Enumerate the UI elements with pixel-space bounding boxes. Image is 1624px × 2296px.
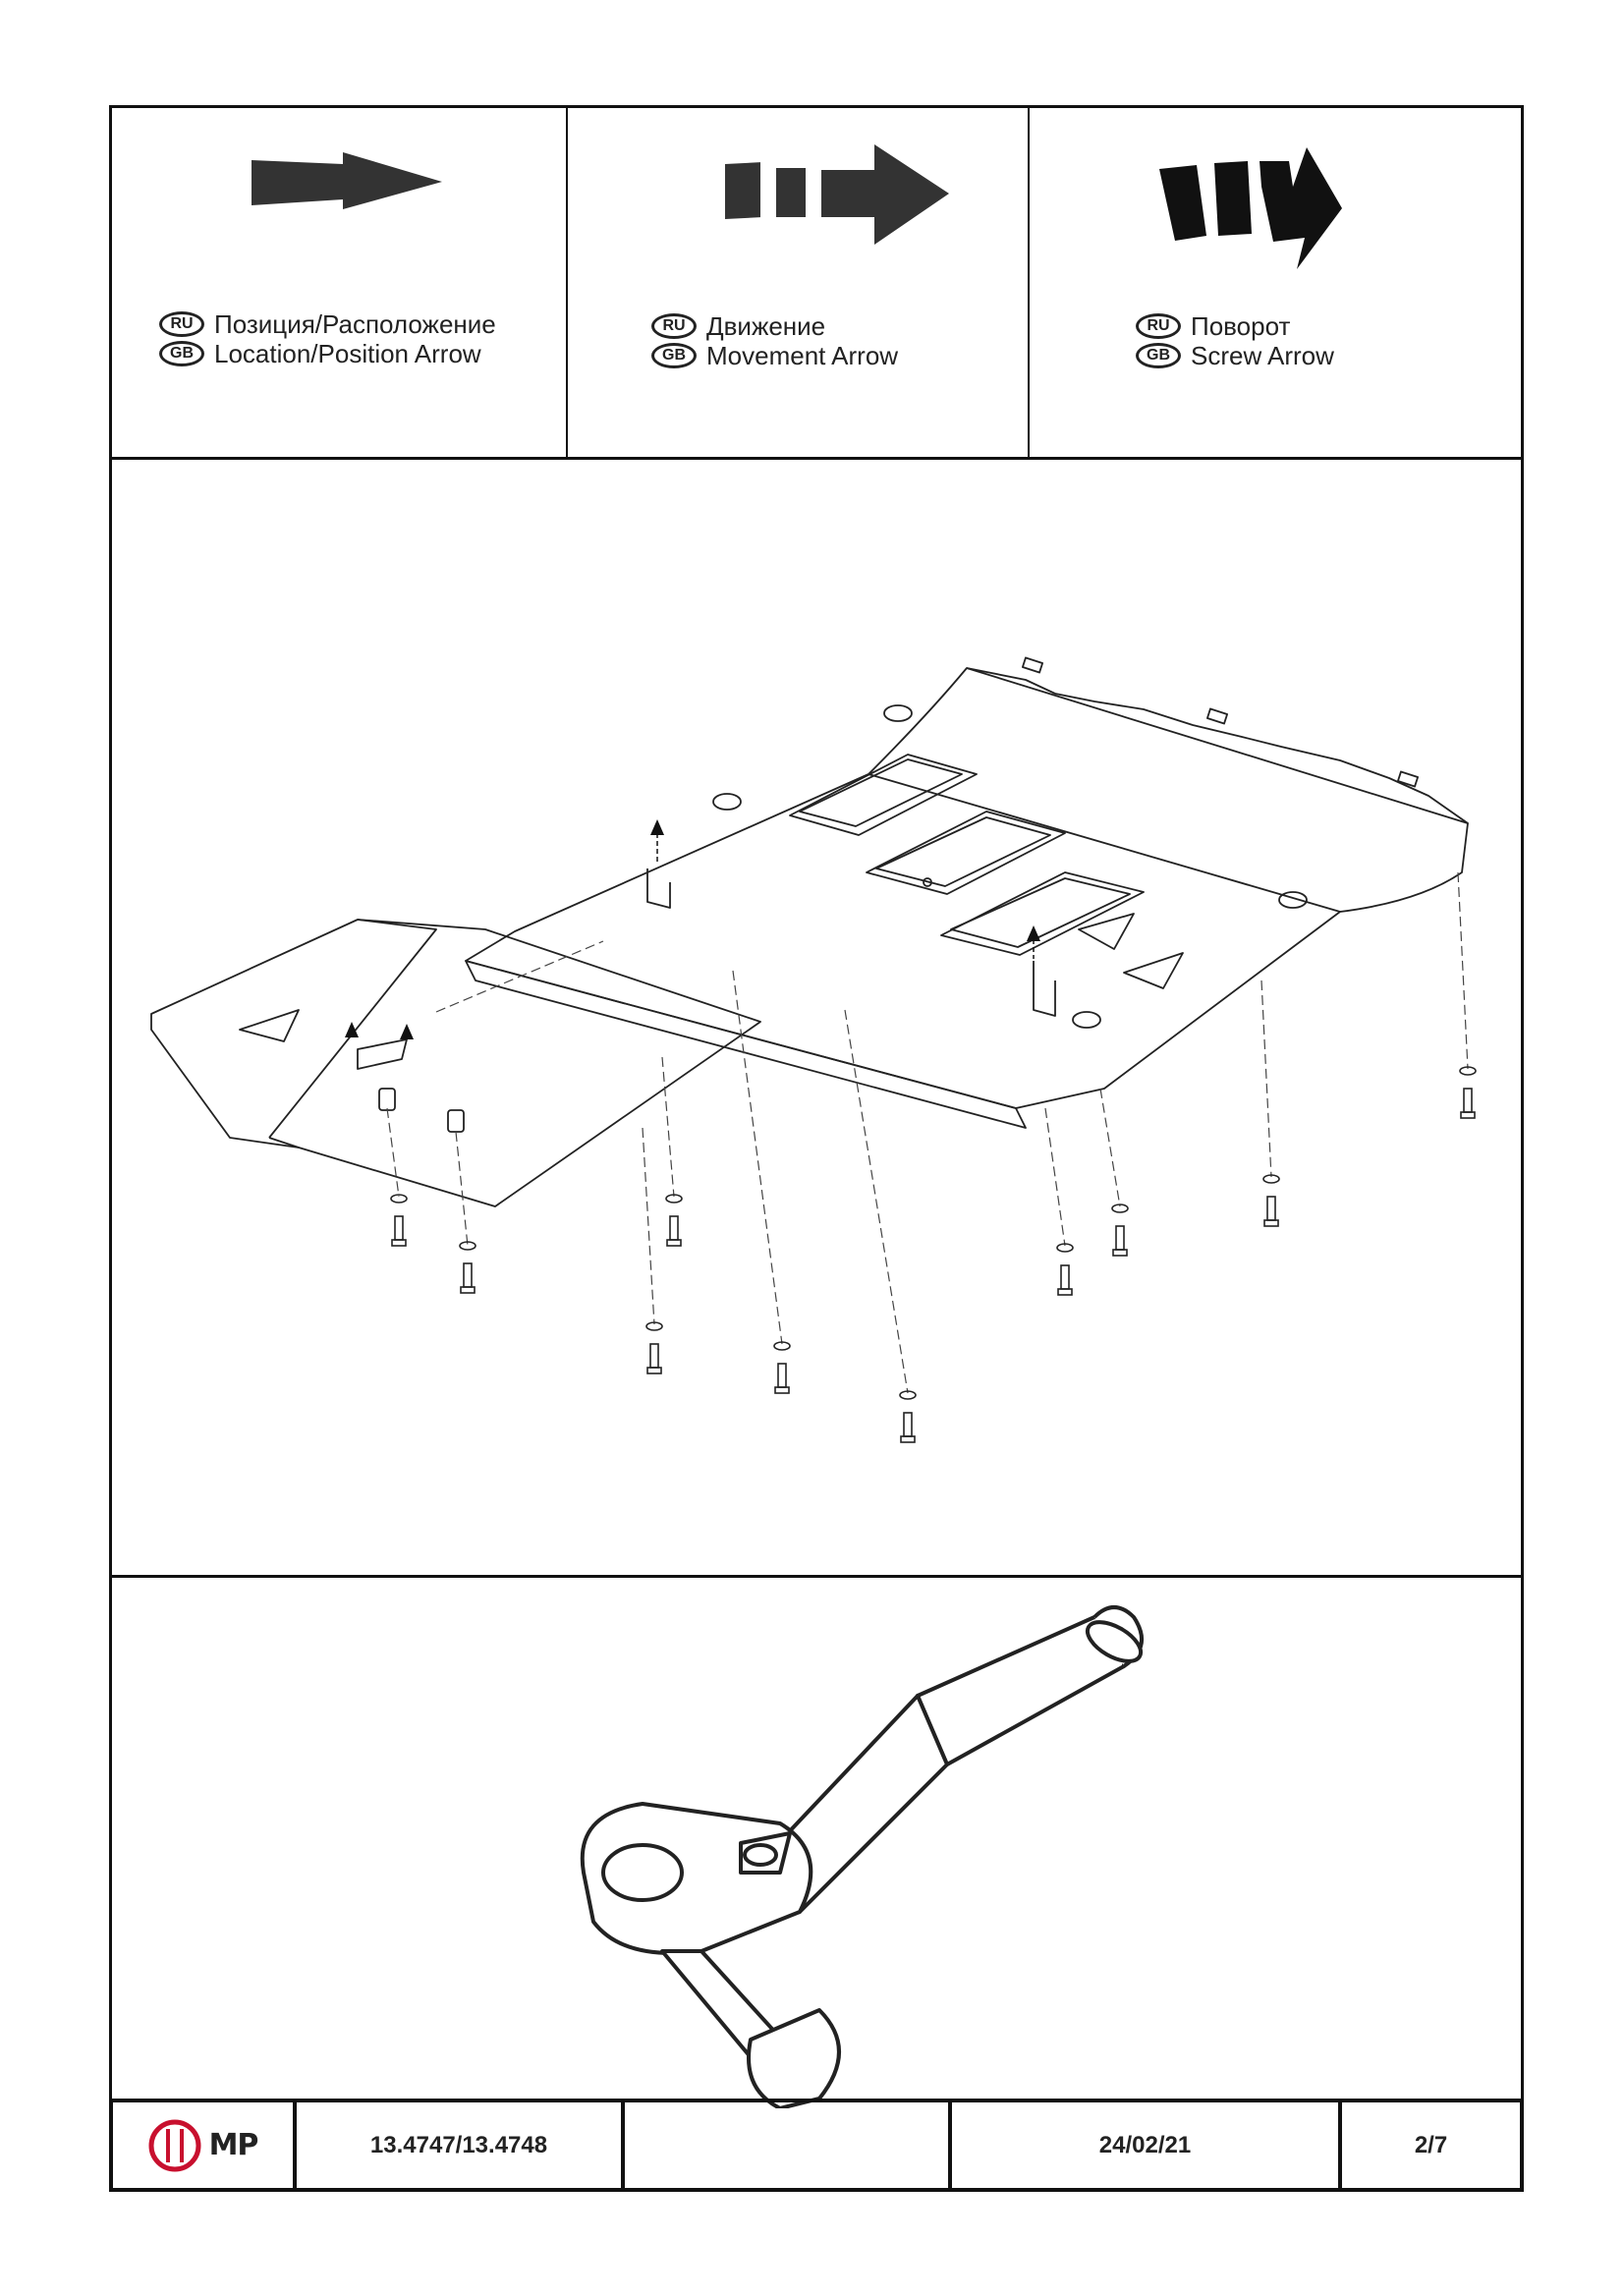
logo-text: MP (208, 2128, 259, 2162)
legend-location-ru: Позиция/Расположение (214, 309, 496, 339)
legend-location-gb: Location/Position Arrow (214, 339, 481, 368)
ru-badge: RU (1136, 313, 1181, 339)
gb-badge: GB (1136, 343, 1181, 368)
company-logo-icon (148, 2119, 201, 2171)
gb-badge: GB (651, 343, 697, 368)
legend-screw-cell: RU Поворот GB Screw Arrow (1030, 108, 1521, 457)
date: 24/02/21 (952, 2102, 1342, 2188)
legend-screw-gb: Screw Arrow (1191, 341, 1334, 370)
legend-movement-cell: RU Движение GB Movement Arrow (568, 108, 1030, 457)
drawing-frame: RU Позиция/Расположение GB Location/Positi… (109, 105, 1524, 2191)
gb-badge: GB (159, 341, 204, 366)
logo-cell: MP (113, 2102, 297, 2188)
skid-plate-assembly-drawing (150, 656, 1477, 1443)
screw-arrow-icon (1159, 147, 1342, 269)
legend-movement-ru: Движение (706, 311, 826, 341)
legend-row: RU Позиция/Расположение GB Location/Positi… (112, 108, 1521, 460)
movement-arrow-icon (725, 144, 949, 245)
ru-badge: RU (159, 311, 204, 337)
legend-movement: RU Движение GB Movement Arrow (651, 311, 898, 370)
legend-screw-ru: Поворот (1191, 311, 1291, 341)
ru-badge: RU (651, 313, 697, 339)
legend-location-cell: RU Позиция/Расположение GB Location/Positi… (112, 108, 568, 457)
legend-movement-gb: Movement Arrow (706, 341, 899, 370)
part-number: 13.4747/13.4748 (297, 2102, 625, 2188)
legend-screw: RU Поворот GB Screw Arrow (1136, 311, 1334, 370)
location-arrow-icon (252, 152, 442, 209)
ratchet-wrench-icon (580, 1605, 1144, 2108)
title-block: MP 13.4747/13.4748 24/02/21 2/7 (109, 2099, 1524, 2192)
tool-section (112, 1578, 1521, 2108)
page-number: 2/7 (1414, 2131, 1448, 2158)
legend-location: RU Позиция/Расположение GB Location/Positi… (159, 309, 496, 368)
blank-cell (625, 2102, 952, 2188)
assembly-diagram-section (112, 460, 1521, 1578)
